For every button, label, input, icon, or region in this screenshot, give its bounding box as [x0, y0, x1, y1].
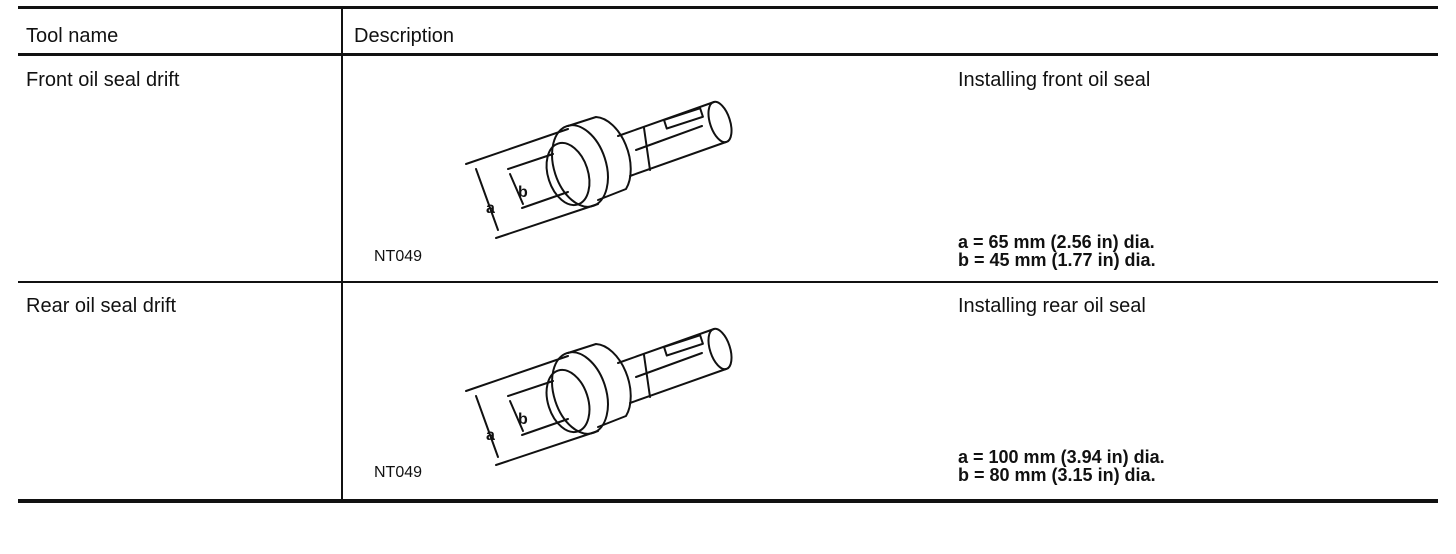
- dimension-label-a: a: [486, 200, 495, 217]
- header-description: Description: [354, 25, 455, 47]
- header-bottom-rule: [18, 53, 1438, 56]
- figure-id: NT049: [374, 464, 423, 481]
- seal-drift-illustration: a b: [458, 84, 748, 244]
- tool-name-cell: Rear oil seal drift: [26, 295, 177, 317]
- dimension-label-a: a: [486, 427, 495, 444]
- dimension-label-b: b: [518, 184, 528, 201]
- table-top-rule: [18, 6, 1438, 9]
- special-tools-table: Tool name Description Front oil seal dri…: [18, 6, 1438, 504]
- table-bottom-rule: [18, 499, 1438, 503]
- spec-a: a = 65 mm (2.56 in) dia.: [958, 232, 1155, 252]
- purpose-text: Installing front oil seal: [958, 69, 1151, 91]
- spec-a: a = 100 mm (3.94 in) dia.: [958, 447, 1165, 467]
- header-tool-name: Tool name: [26, 25, 119, 47]
- dimension-label-b: b: [518, 411, 528, 428]
- spec-b: b = 80 mm (3.15 in) dia.: [958, 465, 1156, 485]
- seal-drift-illustration: a b: [458, 311, 748, 471]
- tool-name-cell: Front oil seal drift: [26, 69, 180, 91]
- purpose-text: Installing rear oil seal: [958, 295, 1146, 317]
- figure-id: NT049: [374, 248, 423, 265]
- row-divider: [18, 281, 1438, 283]
- column-divider: [341, 6, 343, 500]
- spec-b: b = 45 mm (1.77 in) dia.: [958, 250, 1156, 270]
